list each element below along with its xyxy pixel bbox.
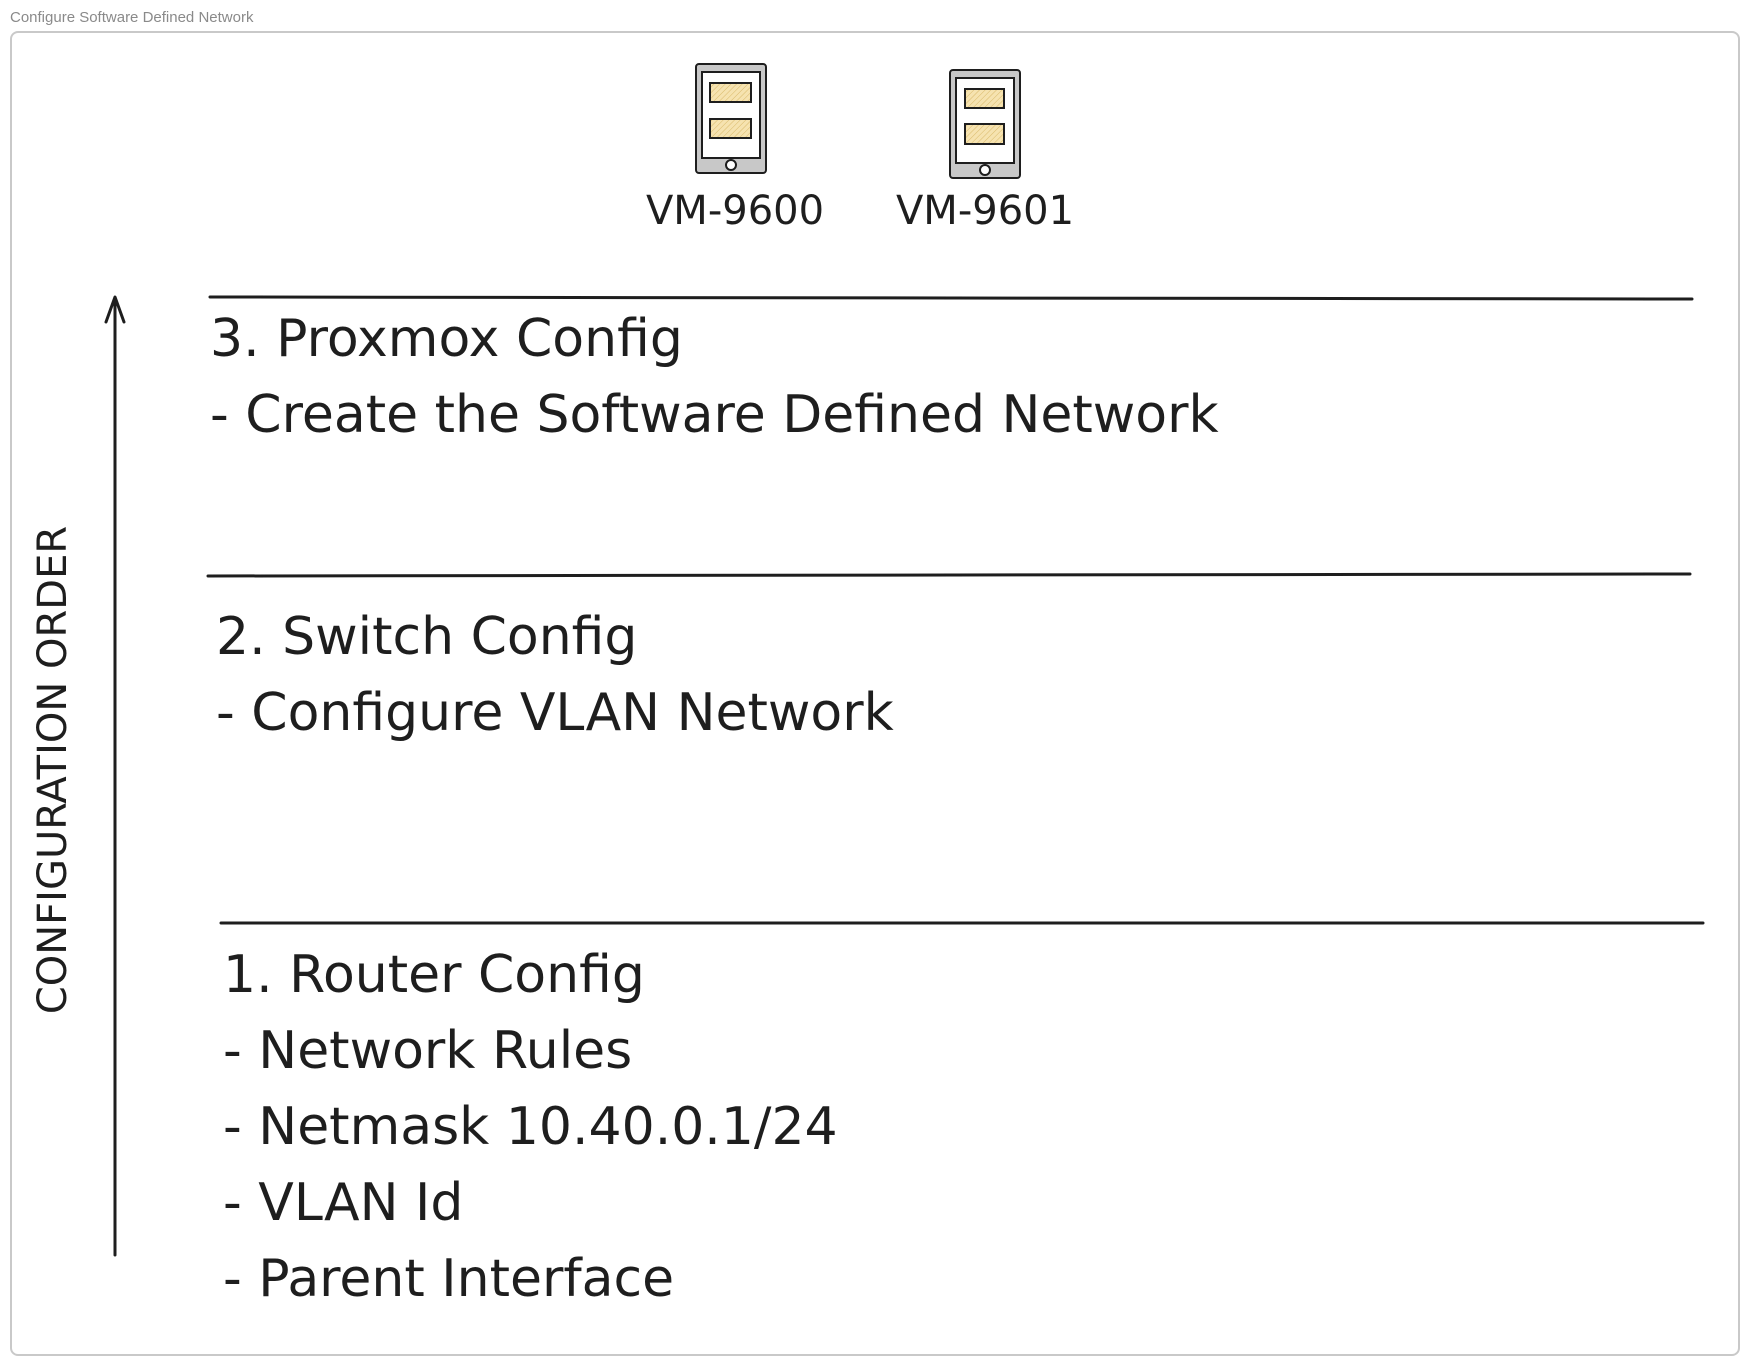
tablet-server-icon [695,63,767,174]
diagram-frame [10,31,1740,1356]
layer-divider-top [208,295,1694,301]
vm-label: VM-9600 [646,188,824,234]
layer-heading: 2. Switch Config [216,607,637,667]
layer-item: - Parent Interface [223,1249,674,1309]
layer-item: - Netmask 10.40.0.1/24 [223,1097,838,1157]
layer-proxmox: 3. Proxmox Config - Create the Software … [210,309,1219,445]
layer-router: 1. Router Config - Network Rules - Netma… [223,945,838,1309]
frame-title: Configure Software Defined Network [10,9,254,26]
layer-heading: 3. Proxmox Config [210,309,683,369]
vm-device-2: VM-9601 [896,69,1074,234]
layer-item: - Configure VLAN Network [216,683,894,743]
vm-label: VM-9601 [896,188,1074,234]
layer-switch: 2. Switch Config - Configure VLAN Networ… [216,607,894,743]
layer-item: - Create the Software Defined Network [210,385,1219,445]
configuration-order-axis: CONFIGURATION ORDER [30,295,126,1257]
layer-heading: 1. Router Config [223,945,645,1005]
layer-item: - Network Rules [223,1021,632,1081]
order-axis-label: CONFIGURATION ORDER [30,526,76,1014]
layer-item: - VLAN Id [223,1173,463,1233]
arrow-head [104,295,126,324]
vm-device-1: VM-9600 [646,63,824,234]
tablet-server-icon [949,69,1021,179]
layer-divider-middle [206,572,1692,578]
